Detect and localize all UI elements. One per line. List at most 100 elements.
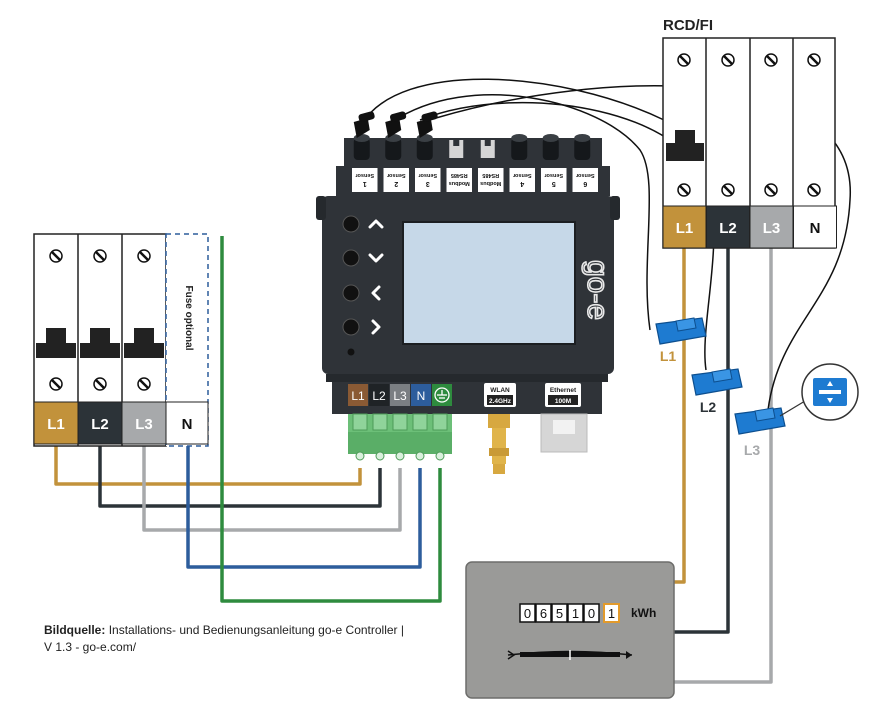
breaker-toggle[interactable]: [36, 328, 76, 358]
port-label: Sensor: [386, 172, 406, 178]
terminal-label-box: [411, 384, 431, 406]
terminal-label-box: [369, 384, 389, 406]
rcd-terminal-label: L3: [763, 220, 781, 237]
fuse-optional-label: Fuse optional: [183, 286, 194, 351]
chevron-down-icon: [368, 253, 384, 263]
wire-l2-meter: [672, 246, 730, 634]
breaker-terminal: [165, 401, 209, 445]
screw-icon: [93, 377, 107, 391]
chevron-down-button[interactable]: [342, 249, 384, 267]
svg-text:100M: 100M: [555, 398, 571, 405]
breaker-terminal-label: L3: [135, 416, 153, 433]
svg-text:Ethernet: Ethernet: [550, 387, 577, 394]
screw-icon: [355, 451, 365, 461]
chevron-up-button[interactable]: [342, 215, 384, 233]
meter-digit-box: [583, 603, 600, 623]
ethernet-port[interactable]: [540, 413, 588, 453]
meter-disc-icon: [507, 650, 633, 660]
current-transformer-clamp: [655, 317, 707, 345]
left-circuit-breaker: L1 L2 L3 N Fuse optional: [33, 233, 209, 447]
terminal-block: [348, 413, 452, 461]
port-label: Modbus: [480, 180, 501, 186]
sensor-port[interactable]: [542, 134, 559, 160]
screw-icon: [764, 183, 778, 197]
screw-icon: [677, 183, 691, 197]
screw-icon: [807, 183, 821, 197]
meter-body: [465, 561, 675, 699]
go-e-controller: 1Sensor2Sensor3SensorModbusRS485ModbusRS…: [316, 111, 620, 474]
rcd-title: RCD/FI: [663, 17, 713, 34]
meter-digit: 0: [588, 606, 595, 621]
port-number: 1: [363, 180, 367, 187]
ct-label: L2: [700, 399, 717, 415]
rcd-terminal: [706, 205, 750, 249]
port-label: RS485: [451, 172, 468, 178]
screw-icon: [375, 451, 385, 461]
screw-icon: [49, 249, 63, 263]
meter-digit-box: [535, 603, 552, 623]
meter-decimal-box: [603, 603, 620, 623]
screw-icon: [677, 53, 691, 67]
terminal-label: L1: [351, 389, 365, 403]
rcd-terminal: [793, 205, 837, 249]
port-label: Sensor: [512, 172, 532, 178]
sensor-cable-4: [435, 85, 851, 411]
wlan-antenna-connector[interactable]: [488, 414, 510, 474]
port-label: Sensor: [544, 172, 564, 178]
modbus-port[interactable]: [449, 140, 464, 158]
screw-icon: [49, 377, 63, 391]
image-caption: Bildquelle: Installations- und Bedienung…: [44, 622, 404, 656]
rcd-toggle[interactable]: [666, 130, 704, 161]
port-number: 4: [520, 180, 524, 187]
ct-label: L3: [744, 442, 761, 458]
port-number: 2: [394, 180, 398, 187]
display-screen: [402, 221, 576, 345]
wire-n-left: [186, 444, 422, 569]
port-number: 5: [552, 180, 556, 187]
sensor-port[interactable]: [574, 134, 591, 160]
screw-icon: [137, 377, 151, 391]
screw-icon: [93, 249, 107, 263]
ct-detail-bubble: [779, 363, 859, 421]
chevron-left-button[interactable]: [342, 284, 381, 302]
chevron-up-icon: [368, 219, 384, 229]
port-label: Modbus: [449, 180, 470, 186]
brand-logo: go-e: [581, 260, 614, 320]
rcd-terminal-label: L2: [719, 220, 737, 237]
sensor-cable-2: [391, 94, 651, 331]
breaker-terminal-label: N: [182, 416, 193, 433]
breaker-toggle[interactable]: [80, 328, 120, 358]
rcd-terminal: [662, 205, 707, 249]
meter-digit-box: [567, 603, 584, 623]
current-transformer-clamp: [691, 368, 743, 396]
terminal-label-box: [348, 384, 368, 406]
meter-digit-box: [551, 603, 568, 623]
screw-icon: [721, 53, 735, 67]
meter-decimal-digit: 1: [608, 606, 615, 621]
breaker-toggle[interactable]: [124, 328, 164, 358]
wire-l2-left: [98, 444, 382, 508]
screw-icon: [137, 249, 151, 263]
sensor-port[interactable]: [416, 111, 439, 160]
meter-digit: 6: [540, 606, 547, 621]
screw-icon: [395, 451, 405, 461]
sensor-port[interactable]: [385, 111, 407, 160]
screw-icon: [764, 53, 778, 67]
sensor-port[interactable]: [511, 134, 528, 160]
current-transformers: [655, 317, 786, 435]
svg-text:2.4GHz: 2.4GHz: [489, 398, 512, 405]
sensor-port[interactable]: [353, 111, 376, 160]
chevron-right-icon: [371, 319, 381, 335]
status-led: [347, 348, 355, 356]
terminal-label: L3: [393, 389, 407, 403]
modbus-port[interactable]: [480, 140, 495, 158]
breaker-terminal-label: L1: [47, 416, 65, 433]
screw-icon: [721, 183, 735, 197]
chevron-right-button[interactable]: [342, 318, 381, 336]
breaker-terminal-label: L2: [91, 416, 109, 433]
breaker-terminal: [121, 401, 167, 445]
sensor-cable-1: [361, 78, 665, 125]
